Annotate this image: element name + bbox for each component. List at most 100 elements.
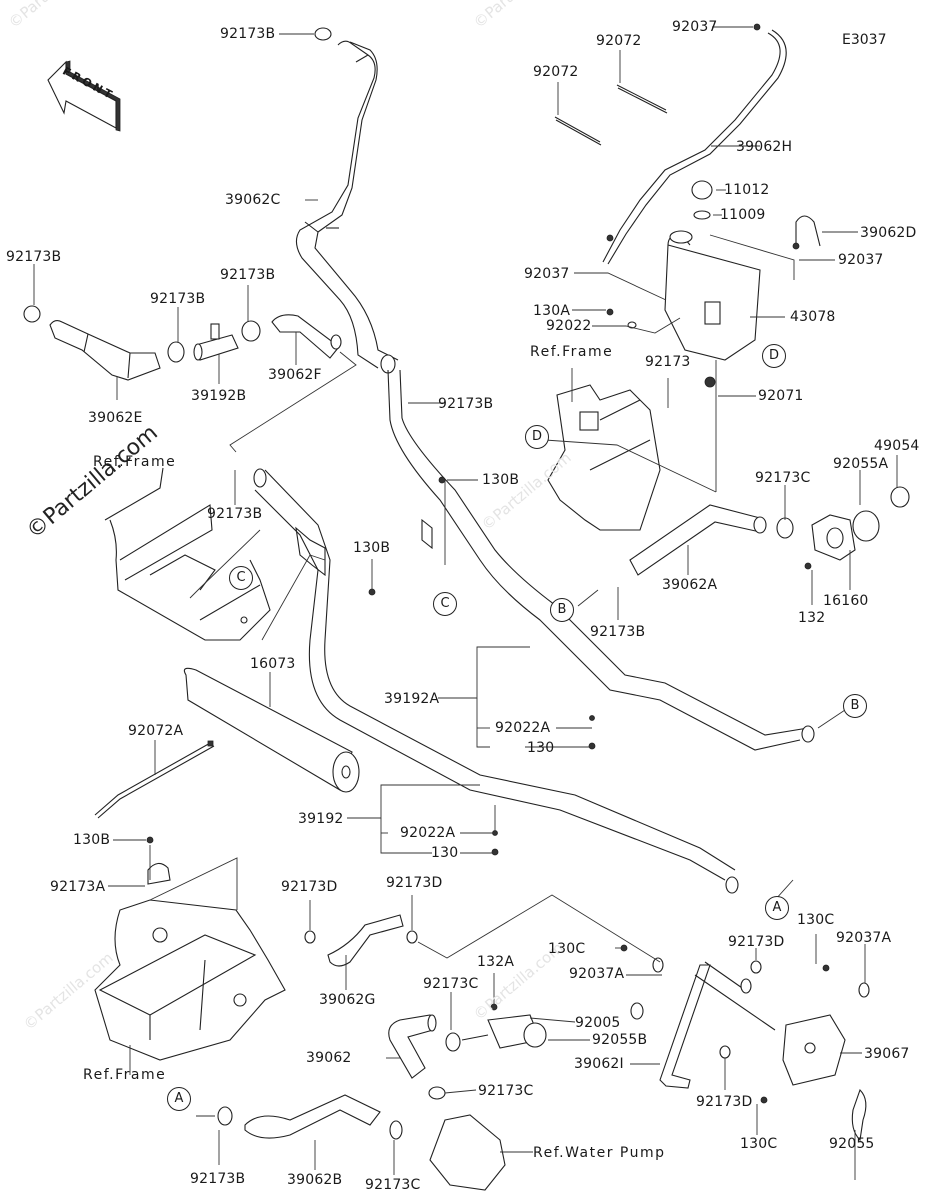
leader-lines: [33, 26, 898, 1180]
cable-tie-92072: [554, 84, 668, 146]
connector-b: B: [843, 694, 867, 718]
part-label[interactable]: 39192B: [191, 388, 247, 404]
hose-39062a: [629, 504, 767, 576]
insulator-16073: [183, 667, 360, 793]
front-arrow-icon: [47, 60, 121, 132]
part-label[interactable]: 43078: [790, 309, 836, 325]
part-label[interactable]: 39062B: [287, 1172, 343, 1188]
hose-39062: [388, 1014, 461, 1079]
part-label[interactable]: 130A: [533, 303, 571, 319]
connector-b: B: [550, 598, 574, 622]
part-label[interactable]: 11009: [720, 207, 766, 223]
part-label[interactable]: 130: [527, 740, 555, 756]
connector-d: D: [762, 344, 786, 368]
part-label[interactable]: 92173B: [590, 624, 646, 640]
part-label[interactable]: 92037: [524, 266, 570, 282]
part-label[interactable]: 92055B: [592, 1032, 648, 1048]
part-label[interactable]: 39067: [864, 1046, 910, 1062]
connector-a: A: [765, 896, 789, 920]
part-label[interactable]: 92173C: [478, 1083, 534, 1099]
water-pump: [428, 1086, 506, 1191]
part-label[interactable]: 130C: [548, 941, 586, 957]
part-label[interactable]: 132: [798, 610, 826, 626]
cable-tie-92072a: [94, 740, 215, 819]
part-label[interactable]: 92037: [672, 19, 718, 35]
part-label[interactable]: 39062G: [319, 992, 376, 1008]
pipe-39062i: [659, 961, 776, 1089]
ref-frame-label: Ref.Frame: [93, 454, 177, 470]
part-label[interactable]: 92173: [645, 354, 691, 370]
clamp-icon: [279, 27, 332, 41]
hose-39062c: [295, 40, 399, 374]
part-label[interactable]: 92072: [533, 64, 579, 80]
outlet-fitting-92005: [461, 1014, 547, 1049]
part-label[interactable]: 92173B: [150, 291, 206, 307]
part-label[interactable]: 39062: [306, 1050, 352, 1066]
part-label[interactable]: 92173C: [423, 976, 479, 992]
part-label[interactable]: 92072A: [128, 723, 184, 739]
part-label[interactable]: 92055A: [833, 456, 889, 472]
part-label[interactable]: 92055: [829, 1136, 875, 1152]
part-label[interactable]: 39062F: [268, 367, 322, 383]
part-label[interactable]: 92173D: [696, 1094, 753, 1110]
part-label[interactable]: 11012: [724, 182, 770, 198]
part-label[interactable]: 92022A: [400, 825, 456, 841]
part-label[interactable]: 39062D: [860, 225, 917, 241]
part-label[interactable]: 92173B: [220, 267, 276, 283]
part-label[interactable]: 130: [431, 845, 459, 861]
part-label[interactable]: 39062H: [736, 139, 793, 155]
tee-pipe-39192b: [167, 314, 342, 363]
hose-39062d: [795, 215, 821, 247]
part-label[interactable]: 39062A: [662, 577, 718, 593]
part-label[interactable]: 39062C: [225, 192, 281, 208]
thermostat-housing-16160: [776, 486, 910, 561]
part-label[interactable]: 16160: [823, 593, 869, 609]
hose-39062b: [217, 1094, 403, 1140]
part-label[interactable]: 92071: [758, 388, 804, 404]
part-label[interactable]: 130B: [482, 472, 520, 488]
part-label[interactable]: 92173A: [50, 879, 106, 895]
frame-section-lower: [94, 862, 286, 1061]
part-label[interactable]: 130B: [353, 540, 391, 556]
frame-section-left: [104, 467, 271, 641]
part-label[interactable]: 92173D: [281, 879, 338, 895]
part-label[interactable]: 92173D: [386, 875, 443, 891]
ref-frame-label: Ref.Frame: [83, 1067, 167, 1083]
part-label[interactable]: 16073: [250, 656, 296, 672]
part-label[interactable]: 92173B: [190, 1171, 246, 1187]
part-label[interactable]: 132A: [477, 954, 515, 970]
part-label[interactable]: 39192A: [384, 691, 440, 707]
part-label[interactable]: 92173B: [220, 26, 276, 42]
ref-water-pump-label: Ref.Water Pump: [533, 1145, 666, 1161]
part-label[interactable]: 92022A: [495, 720, 551, 736]
part-label[interactable]: 39062E: [88, 410, 143, 426]
connector-d: D: [525, 425, 549, 449]
part-label[interactable]: 39192: [298, 811, 344, 827]
part-label[interactable]: 92005: [575, 1015, 621, 1031]
part-label[interactable]: 130B: [73, 832, 111, 848]
seal-icon: [693, 210, 711, 220]
part-label[interactable]: 130C: [797, 912, 835, 928]
pipe-39192a: [387, 369, 815, 751]
diagram-code: E3037: [842, 32, 887, 48]
part-label[interactable]: 92173B: [438, 396, 494, 412]
part-label[interactable]: 92037A: [569, 966, 625, 982]
part-label[interactable]: 92173B: [207, 506, 263, 522]
frame-section-right: [547, 384, 661, 531]
part-label[interactable]: 130C: [740, 1136, 778, 1152]
part-label[interactable]: 92173D: [728, 934, 785, 950]
connector-a: A: [167, 1087, 191, 1111]
part-label[interactable]: 92173C: [365, 1177, 421, 1193]
part-label[interactable]: 92173C: [755, 470, 811, 486]
hardware-bolts: [146, 23, 870, 1104]
part-label[interactable]: 49054: [874, 438, 920, 454]
part-label[interactable]: 92037: [838, 252, 884, 268]
cover-plate-39067: [782, 1014, 867, 1142]
part-label[interactable]: 92173B: [6, 249, 62, 265]
cap-icon: [691, 180, 713, 200]
part-label[interactable]: 39062I: [574, 1056, 624, 1072]
part-label[interactable]: 92072: [596, 33, 642, 49]
part-label[interactable]: 92037A: [836, 930, 892, 946]
part-label[interactable]: 92022: [546, 318, 592, 334]
